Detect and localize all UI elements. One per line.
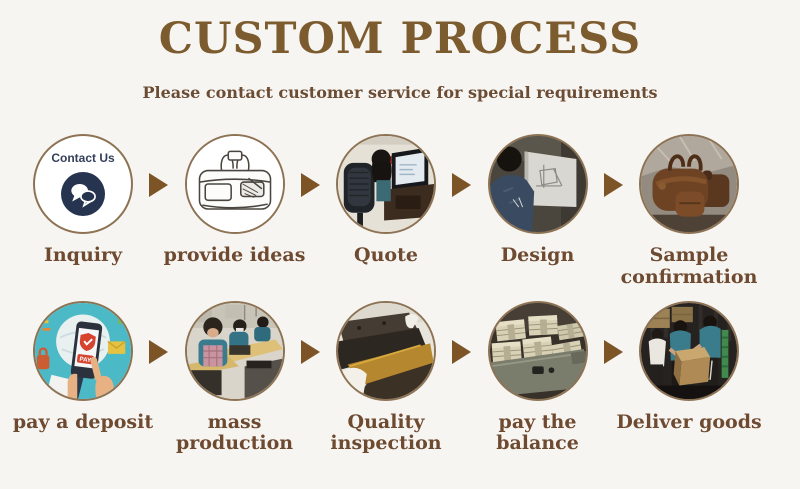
cash-briefcase-photo <box>487 300 588 401</box>
arrow-icon <box>149 339 169 364</box>
process-row-1: Contact Us Inquiry <box>0 134 800 288</box>
arrow-icon <box>300 339 320 364</box>
step-sample-confirmation: Sample confirmation <box>621 134 757 288</box>
step-provide-ideas: provide ideas <box>164 134 305 266</box>
step-label: pay the balance <box>496 410 579 455</box>
step-label: Inquiry <box>43 244 123 267</box>
chat-bubbles-icon <box>61 172 105 217</box>
arrow-icon <box>300 173 320 198</box>
leather-samples-photo <box>639 134 739 235</box>
pay-button-text: PAY <box>79 356 92 364</box>
design-cad-photo <box>487 134 588 235</box>
step-label: mass production <box>175 410 294 455</box>
step-inquiry: Contact Us Inquiry <box>18 134 148 266</box>
step-label: Quality inspection <box>330 410 442 455</box>
step-pay-balance: pay the balance <box>473 300 603 455</box>
page-subtitle: Please contact customer service for spec… <box>142 83 658 103</box>
arrow-icon <box>603 173 623 198</box>
step-deliver-goods: Deliver goods <box>616 300 762 433</box>
step-quality-inspection: Quality inspection <box>321 300 451 455</box>
container-loading-photo <box>639 300 739 401</box>
step-design: Design <box>473 134 603 266</box>
bag-sketch-icon <box>184 134 285 235</box>
factory-sewing-photo <box>184 300 285 401</box>
step-label: Sample confirmation <box>620 244 758 288</box>
leather-inspection-photo <box>336 300 436 401</box>
step-label: Design <box>500 244 575 267</box>
step-pay-deposit: PAY pay a deposit <box>13 300 153 433</box>
arrow-icon <box>452 339 472 364</box>
step-mass-production: mass production <box>170 300 300 455</box>
arrow-icon <box>603 339 623 364</box>
contact-us-circle: Contact Us <box>33 134 133 235</box>
step-label: pay a deposit <box>12 410 154 433</box>
arrow-icon <box>149 173 169 198</box>
step-label: provide ideas <box>163 244 306 267</box>
arrow-icon <box>452 173 472 198</box>
step-label: Quote <box>354 244 418 267</box>
step-quote: Quote <box>321 134 451 266</box>
mobile-payment-illustration: PAY <box>33 300 133 401</box>
contact-us-text: Contact Us <box>51 151 115 166</box>
step-label: Deliver goods <box>616 410 762 433</box>
process-row-2: PAY pay a deposit <box>0 300 800 455</box>
quote-office-photo <box>336 134 436 235</box>
page-title: CUSTOM PROCESS <box>158 14 642 64</box>
